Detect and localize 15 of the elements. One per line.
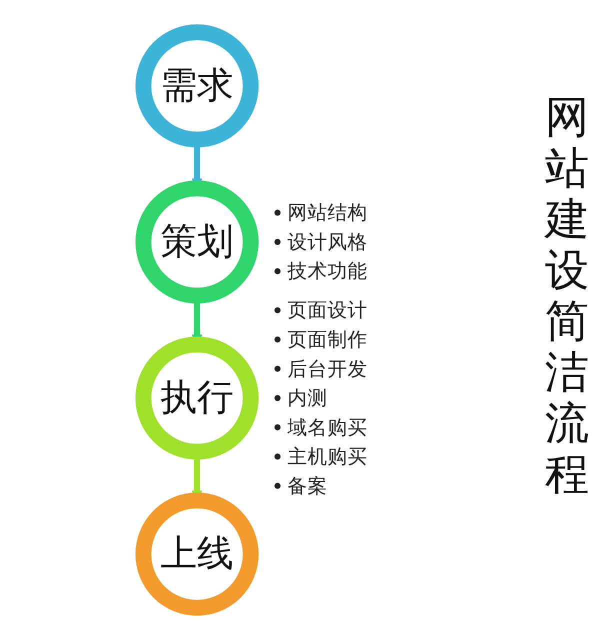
node-circle: 上线 <box>135 492 259 616</box>
list-item: 设计风格 <box>287 230 368 254</box>
list-item: 备案 <box>287 474 328 498</box>
list-item: 网站结构 <box>287 201 368 224</box>
list-item: 页面制作 <box>287 328 368 351</box>
list-item: 域名购买 <box>287 416 368 439</box>
node-circle: 执行 <box>135 336 259 460</box>
list-item: 页面设计 <box>287 298 368 322</box>
title: 网站建设简洁流程 <box>543 92 590 500</box>
node-circle: 需求 <box>135 24 259 148</box>
list-item: 主机购买 <box>287 445 368 468</box>
list-item: 内测 <box>287 386 328 410</box>
node-circle: 策划 <box>135 180 259 304</box>
list-item: 技术功能 <box>287 260 368 283</box>
list-item: 后台开发 <box>287 357 368 380</box>
